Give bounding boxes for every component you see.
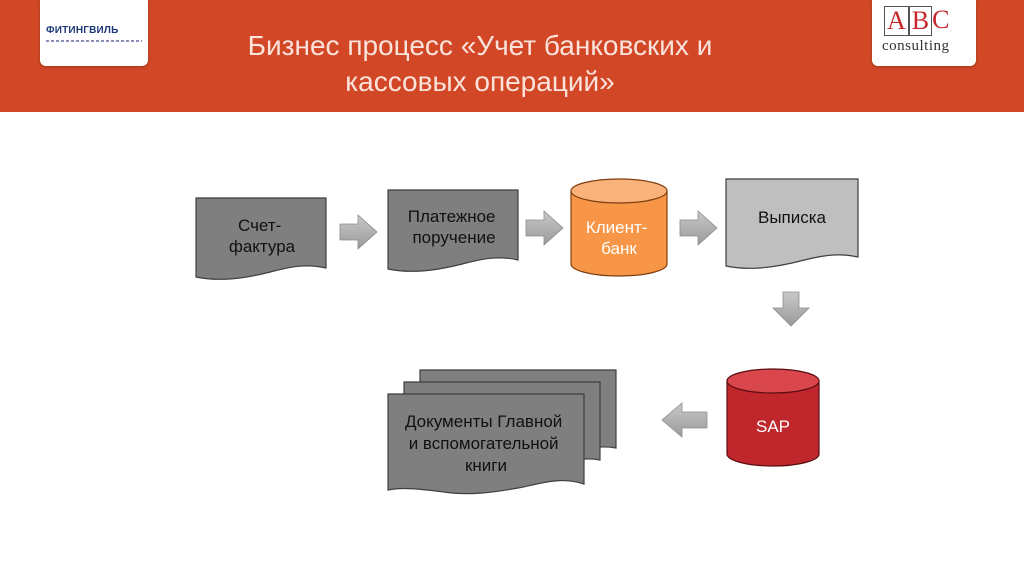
abc-consulting-logo: A B C consulting [872,0,976,66]
arrow-invoice-to-payment-order [339,214,378,250]
node-ledger-docs: Документы Главной и вспомогательной книг… [387,369,617,495]
node-payment-order: Платежное поручение [387,189,519,272]
sap-cylinder-body [726,380,820,467]
ledger-docs-label: Документы Главной и вспомогательной книг… [405,412,567,475]
payment-order-label-line1: Платежное [408,207,496,226]
sap-label-line1: SAP [756,417,790,436]
abc-logo-subtitle: consulting [882,38,950,54]
node-statement: Выписка [725,178,859,269]
payment-order-label: Платежное поручение [408,207,500,247]
process-diagram: Счет- фактура Платежное поручение Клиент… [195,178,859,495]
invoice-document-shape [195,197,327,280]
fitingvil-logo-underline [46,40,142,42]
ledger-docs-label-line3: книги [465,456,507,475]
bank-client-label: Клиент- банк [586,218,652,258]
ledger-docs-label-line1: Документы Главной [405,412,562,431]
arrow-sap-to-ledger-docs [661,402,708,438]
statement-label: Выписка [758,208,827,227]
abc-letter-a: A [884,6,909,36]
statement-label-line1: Выписка [758,208,827,227]
arrow-statement-to-sap [772,291,810,327]
fitingvil-logo-text: ФИТИНГВИЛЬ [46,25,119,36]
page-title-line1: Бизнес процесс «Учет банковских и [247,30,713,61]
arrow-payment-order-to-bank-client [525,210,564,246]
arrow-bank-client-to-statement [679,210,718,246]
bank-client-cylinder-top [570,178,668,204]
page-title-line2: кассовых операций» [345,66,615,97]
ledger-docs-label-line2: и вспомогательной [409,434,559,453]
abc-letters: A B C [884,6,949,36]
abc-letter-b: B [908,6,933,36]
payment-order-label-line2: поручение [412,228,495,247]
node-invoice: Счет- фактура [195,197,327,280]
bank-client-cylinder-body [570,190,668,277]
invoice-label: Счет- фактура [229,216,296,256]
ledger-docs-front-page [387,393,585,495]
bank-client-label-line1: Клиент- [586,218,648,237]
abc-letter-c: C [932,5,950,34]
sap-label: SAP [756,417,790,436]
invoice-label-line1: Счет- [238,216,281,235]
invoice-label-line2: фактура [229,237,296,256]
payment-order-document-shape [387,189,519,272]
node-sap: SAP [726,368,820,467]
node-bank-client: Клиент- банк [570,178,668,277]
slide-header: ФИТИНГВИЛЬ Бизнес процесс «Учет банковск… [0,0,1024,112]
bank-client-label-line2: банк [601,239,637,258]
page-title: Бизнес процесс «Учет банковских и кассов… [180,28,780,100]
statement-document-shape [725,178,859,269]
fitingvil-logo: ФИТИНГВИЛЬ [40,0,148,66]
sap-cylinder-top [726,368,820,394]
